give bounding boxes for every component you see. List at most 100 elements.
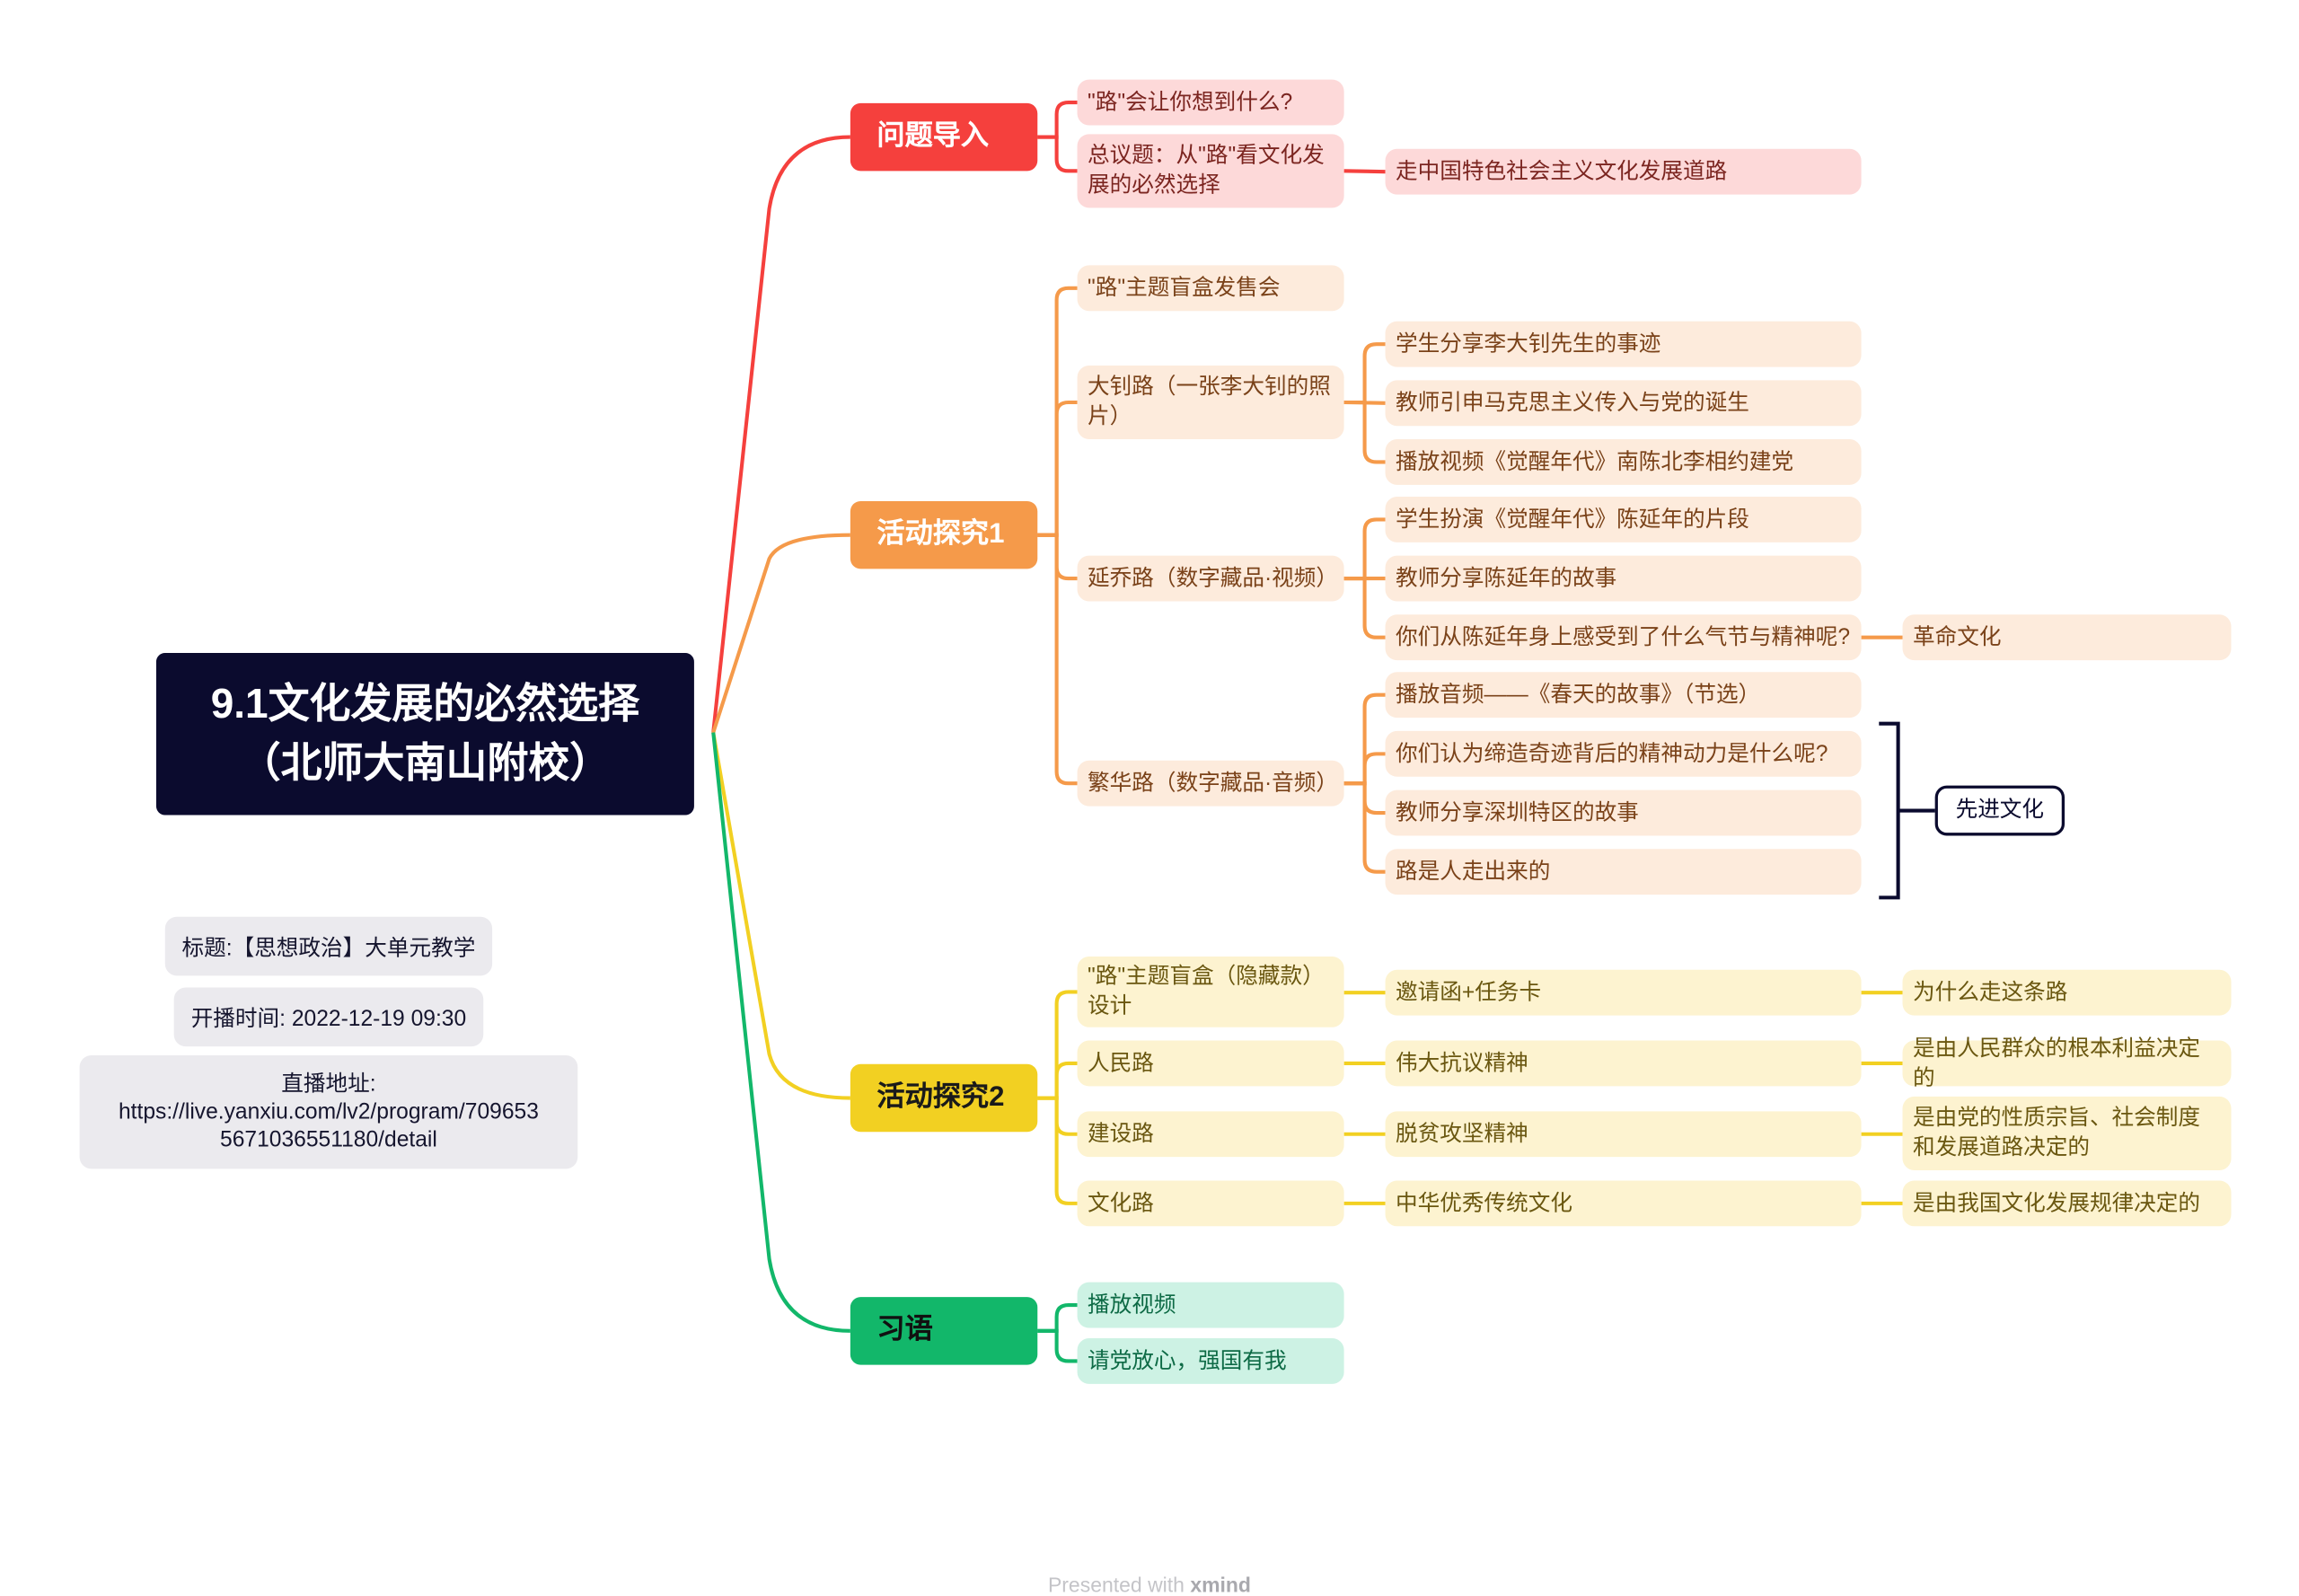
subtopic[interactable]: 为什么走这条路: [1902, 969, 2232, 1016]
subtopic-label: 大钊路（一张李大钊的照片）: [1088, 374, 1331, 429]
subtopic[interactable]: 建设路: [1077, 1111, 1344, 1158]
subtopic[interactable]: "路"会让你想到什么?: [1077, 79, 1344, 126]
subtopic-label: 邀请函+任务卡: [1396, 979, 1542, 1005]
subtopic[interactable]: 教师引申马克思主义传入与党的诞生: [1385, 380, 1862, 427]
subtopic-label: 伟大抗议精神: [1396, 1050, 1528, 1076]
subtopic[interactable]: 革命文化: [1902, 614, 2232, 661]
root-connector: [711, 732, 850, 1100]
subtopic[interactable]: 教师分享深圳特区的故事: [1385, 789, 1862, 836]
subtopic[interactable]: 中华优秀传统文化: [1385, 1180, 1862, 1227]
root-connector: [711, 732, 850, 1333]
connector-line: [1343, 577, 1386, 639]
subtopic-label: 教师分享陈延年的故事: [1396, 565, 1617, 591]
subtopic[interactable]: 繁华路（数字藏品·音频）: [1077, 760, 1344, 807]
connector-line: [1343, 342, 1386, 405]
connector-line: [1037, 1096, 1078, 1205]
branch-topic-intro[interactable]: 问题导入: [850, 102, 1038, 172]
connector-line: [1343, 169, 1386, 174]
subtopic[interactable]: 脱贫攻坚精神: [1385, 1111, 1862, 1158]
connector-line: [1037, 1303, 1078, 1333]
subtopic[interactable]: 你们认为缔造奇迹背后的精神动力是什么呢?: [1385, 730, 1862, 777]
subtopic-label: 为什么走这条路: [1913, 979, 2068, 1005]
summary-topic[interactable]: 先进文化: [1934, 785, 2066, 836]
subtopic[interactable]: 人民路: [1077, 1040, 1344, 1087]
root-connector: [711, 135, 850, 733]
subtopic-label: 是由我国文化发展规律决定的: [1913, 1190, 2201, 1216]
branch-topic-activity2[interactable]: 活动探究2: [850, 1063, 1038, 1133]
subtopic-label: 教师引申马克思主义传入与党的诞生: [1396, 390, 1749, 415]
branch-label: 活动探究2: [876, 1081, 1005, 1113]
subtopic-label: 文化路: [1088, 1190, 1154, 1216]
subtopic-label: 是由人民群众的根本利益决定的: [1913, 1035, 2201, 1090]
subtopic-label: 教师分享深圳特区的故事: [1396, 799, 1639, 825]
info-url-box[interactable]: 直播地址: https://live.yanxiu.com/lv2/progra…: [79, 1054, 578, 1169]
connector-line: [1037, 533, 1078, 786]
info-title-box[interactable]: 标题:【思想政治】大单元教学: [164, 916, 493, 976]
subtopic[interactable]: 是由人民群众的根本利益决定的: [1902, 1036, 2232, 1090]
branch-label: 活动探究1: [876, 518, 1005, 551]
subtopic[interactable]: 伟大抗议精神: [1385, 1040, 1862, 1087]
footer-credit: Presented with xmind: [0, 1573, 2299, 1596]
branch-topic-activity1[interactable]: 活动探究1: [850, 500, 1038, 569]
root-title-line1: 9.1文化发展的必然选择: [210, 681, 640, 727]
subtopic[interactable]: 走中国特色社会主义文化发展道路: [1385, 148, 1862, 195]
xmind-logo: xmind: [1190, 1572, 1251, 1596]
subtopic-label: 走中国特色社会主义文化发展道路: [1396, 158, 1728, 184]
subtopic[interactable]: 路是人走出来的: [1385, 849, 1862, 895]
subtopic-label: 人民路: [1088, 1050, 1154, 1076]
branch-topic-quotes[interactable]: 习语: [850, 1297, 1038, 1365]
subtopic[interactable]: 是由我国文化发展规律决定的: [1902, 1180, 2232, 1227]
connector-line: [1037, 100, 1078, 139]
info-time: 开播时间: 2022-12-19 09:30: [190, 1005, 467, 1031]
subtopic[interactable]: 文化路: [1077, 1180, 1344, 1227]
subtopic[interactable]: 学生扮演《觉醒年代》陈延年的片段: [1385, 497, 1862, 542]
subtopic[interactable]: 大钊路（一张李大钊的照片）: [1077, 365, 1344, 440]
connector-line: [1343, 400, 1386, 464]
subtopic-label: "路"主题盲盒（隐藏款）设计: [1088, 964, 1325, 1018]
connector-line: [1343, 692, 1386, 786]
subtopic[interactable]: 播放音频——《春天的故事》（节选）: [1385, 672, 1862, 719]
info-title: 标题:【思想政治】大单元教学: [181, 935, 476, 961]
subtopic[interactable]: 请党放心，强国有我: [1077, 1338, 1344, 1384]
subtopic[interactable]: "路"主题盲盒（隐藏款）设计: [1077, 957, 1344, 1027]
subtopic[interactable]: 是由党的性质宗旨、社会制度和发展道路决定的: [1902, 1096, 2232, 1170]
subtopic-label: 建设路: [1088, 1120, 1154, 1146]
connector-line: [1343, 781, 1386, 874]
subtopic-label: 总议题：从"路"看文化发展的必然选择: [1088, 143, 1325, 198]
subtopic-label: 播放视频: [1088, 1292, 1176, 1318]
subtopic-label: "路"主题盲盒发售会: [1088, 275, 1281, 300]
connector-line: [1037, 400, 1078, 537]
subtopic-label: 脱贫攻坚精神: [1396, 1120, 1528, 1146]
info-url-line1: https://live.yanxiu.com/lv2/program/7096…: [118, 1099, 539, 1125]
subtopic[interactable]: 延乔路（数字藏品·视频）: [1077, 555, 1344, 602]
subtopic-label: 你们认为缔造奇迹背后的精神动力是什么呢?: [1396, 740, 1828, 766]
subtopic[interactable]: 你们从陈延年身上感受到了什么气节与精神呢?: [1385, 614, 1862, 661]
summary-label: 先进文化: [1955, 797, 2045, 823]
subtopic[interactable]: 播放视频《觉醒年代》南陈北李相约建党: [1385, 439, 1862, 485]
summary-bracket: [1879, 721, 1900, 900]
info-url-line2: 5671036551180/detail: [220, 1127, 437, 1153]
subtopic-label: 请党放心，强国有我: [1088, 1347, 1287, 1373]
info-time-box[interactable]: 开播时间: 2022-12-19 09:30: [173, 987, 484, 1047]
subtopic-label: 学生分享李大钊先生的事迹: [1396, 331, 1661, 357]
connector-line: [1037, 135, 1078, 173]
info-url-label: 直播地址:: [281, 1071, 376, 1097]
root-connector: [711, 533, 850, 734]
subtopic[interactable]: "路"主题盲盒发售会: [1077, 265, 1344, 312]
subtopic-label: 播放音频——《春天的故事》（节选）: [1396, 681, 1761, 707]
subtopic-label: 你们从陈延年身上感受到了什么气节与精神呢?: [1396, 623, 1851, 649]
root-topic[interactable]: 9.1文化发展的必然选择 （北师大南山附校）: [155, 652, 694, 816]
footer-prefix: Presented with: [1047, 1572, 1191, 1596]
root-title-line2: （北师大南山附校）: [239, 739, 612, 786]
subtopic[interactable]: 教师分享陈延年的故事: [1385, 555, 1862, 602]
subtopic[interactable]: 总议题：从"路"看文化发展的必然选择: [1077, 134, 1344, 208]
subtopic[interactable]: 学生分享李大钊先生的事迹: [1385, 321, 1862, 367]
subtopic[interactable]: 播放视频: [1077, 1282, 1344, 1328]
subtopic-label: 播放视频《觉醒年代》南陈北李相约建党: [1396, 448, 1794, 474]
connector-line: [1343, 752, 1386, 786]
connector-line: [1343, 517, 1386, 581]
subtopic-label: 是由党的性质宗旨、社会制度和发展道路决定的: [1913, 1105, 2201, 1160]
subtopic[interactable]: 邀请函+任务卡: [1385, 969, 1862, 1016]
